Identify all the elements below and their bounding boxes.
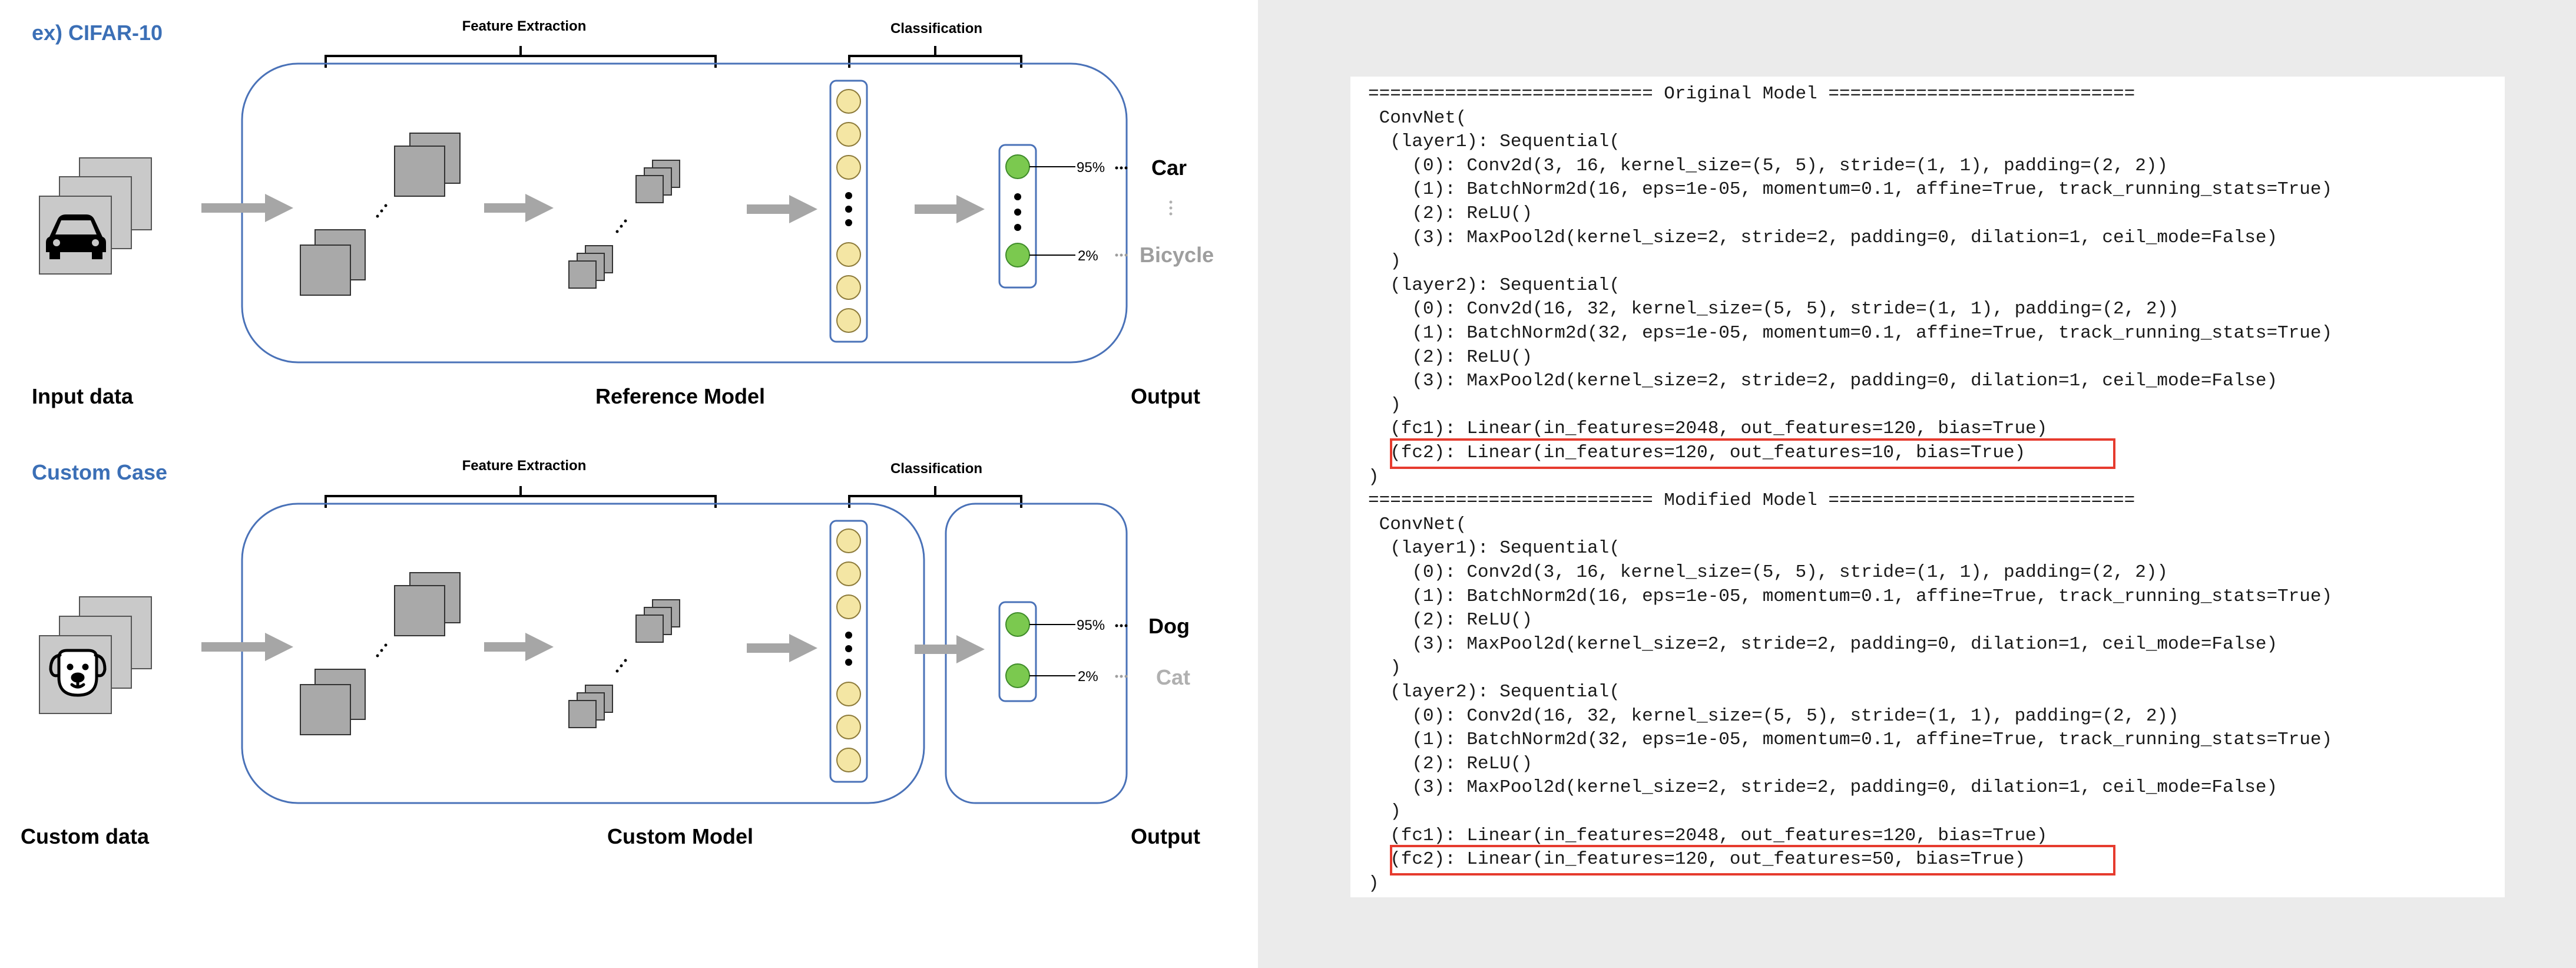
code-line: (3): MaxPool2d(kernel_size=2, stride=2, … [1368,371,2278,392]
bottom-feature-maps-2 [568,599,680,728]
bottom-custom-model-panel [241,503,925,804]
top-output-neuron-high [1005,154,1030,179]
bottom-class-low: Cat [1156,665,1190,689]
code-line: ConvNet( [1368,514,1467,535]
top-class-low: Bicycle [1140,243,1214,267]
bottom-case: Custom Case Feature Extraction Classific… [21,458,1200,848]
code-line: (3): MaxPool2d(kernel_size=2, stride=2, … [1368,227,2278,248]
code-line: ConvNet( [1368,107,1467,128]
bottom-feature-maps-1 [300,572,461,735]
code-line: ========================== Original Mode… [1368,84,2135,104]
top-feature-extraction-label: Feature Extraction [462,18,587,34]
code-line: (layer1): Sequential( [1368,538,1620,559]
code-line: (fc1): Linear(in_features=2048, out_feat… [1368,418,2048,440]
bottom-input-image-stack [39,596,152,714]
bottom-output-neuron-low [1005,663,1030,688]
top-input-label: Input data [32,384,134,408]
original-fc2-highlight [1390,438,2115,469]
top-input-image-stack [39,157,152,275]
code-line: (1): BatchNorm2d(32, eps=1e-05, momentum… [1368,729,2333,751]
bottom-output-layer [998,601,1075,702]
car-icon [46,214,106,259]
modified-fc2-highlight [1390,845,2115,876]
top-model-label: Reference Model [595,384,765,408]
code-line: (0): Conv2d(3, 16, kernel_size=(5, 5), s… [1368,562,2168,583]
code-line: (fc2): Linear(in_features=120, out_featu… [1368,442,2026,463]
top-fc-neuron [836,89,861,114]
top-fc-neuron [836,275,861,300]
code-line: ) [1368,251,1401,272]
code-line: (2): ReLU() [1368,346,1533,368]
pipeline-diagram: ex) CIFAR-10 Feature Extraction Classifi… [21,18,1214,848]
top-class-high: Car [1151,156,1187,180]
bottom-class-high: Dog [1148,614,1190,638]
bottom-fc-neuron [836,528,861,553]
top-reference-model-panel [241,62,1128,364]
bottom-fc-neuron [836,594,861,619]
top-fc-neuron [836,122,861,147]
bottom-output-neuron-high [1005,612,1030,637]
top-case: ex) CIFAR-10 Feature Extraction Classifi… [32,18,1214,408]
top-feature-maps-2 [568,160,680,289]
top-fc-neuron [836,308,861,333]
bottom-fc-neuron [836,682,861,706]
code-line: (2): ReLU() [1368,203,1533,224]
code-line: (0): Conv2d(3, 16, kernel_size=(5, 5), s… [1368,155,2168,176]
code-line: (3): MaxPool2d(kernel_size=2, stride=2, … [1368,777,2278,798]
code-line: (3): MaxPool2d(kernel_size=2, stride=2, … [1368,633,2278,655]
bottom-prob-high: 95% [1077,617,1105,633]
top-prob-high: 95% [1077,160,1105,176]
bottom-classification-label: Classification [890,461,982,477]
bottom-fc-neuron [836,748,861,772]
bottom-fc-neuron [836,715,861,739]
bottom-fc-neuron [836,561,861,586]
top-output-layer [998,144,1075,289]
code-line: ) [1368,658,1401,679]
top-feature-extraction-bracket [325,46,717,68]
top-feature-maps-1 [300,133,461,296]
code-line: (1): BatchNorm2d(16, eps=1e-05, momentum… [1368,586,2333,607]
code-line: (layer2): Sequential( [1368,682,1620,702]
bottom-input-label: Custom data [21,824,150,848]
bottom-model-label: Custom Model [607,824,753,848]
code-line: (0): Conv2d(16, 32, kernel_size=(5, 5), … [1368,299,2179,320]
code-line: ========================== Modified Mode… [1368,490,2135,511]
code-line: (fc1): Linear(in_features=2048, out_feat… [1368,825,2048,846]
model-printout-panel: ========================== Original Mode… [1350,77,2505,897]
top-output-neuron-low [1005,243,1030,267]
top-case-title: ex) CIFAR-10 [32,21,163,45]
bottom-feature-extraction-bracket [325,486,717,508]
top-prob-low: 2% [1078,248,1098,264]
code-line: (0): Conv2d(16, 32, kernel_size=(5, 5), … [1368,705,2179,726]
code-line: ) [1368,394,1401,415]
code-line: (1): BatchNorm2d(32, eps=1e-05, momentum… [1368,323,2333,343]
code-line: (fc2): Linear(in_features=120, out_featu… [1368,849,2026,870]
top-output-label: Output [1131,384,1200,408]
code-line: (2): ReLU() [1368,610,1533,631]
bottom-prob-low: 2% [1078,669,1098,685]
code-line: (2): ReLU() [1368,753,1533,774]
top-classification-label: Classification [890,21,982,37]
code-line: ) [1368,873,1379,894]
bottom-output-label: Output [1131,824,1200,848]
code-line: (layer1): Sequential( [1368,131,1620,153]
top-fc-layer [829,80,868,343]
code-line: (layer2): Sequential( [1368,275,1620,296]
top-classification-bracket [848,46,1022,68]
code-line: (1): BatchNorm2d(16, eps=1e-05, momentum… [1368,179,2333,200]
code-line: ) [1368,801,1401,822]
dog-icon [49,649,107,697]
bottom-feature-extraction-label: Feature Extraction [462,458,587,474]
bottom-classification-bracket [848,486,1022,508]
top-fc-neuron [836,242,861,267]
bottom-case-title: Custom Case [32,460,167,484]
code-line: ) [1368,466,1379,487]
bottom-fc-layer [829,520,868,783]
top-fc-neuron [836,155,861,180]
